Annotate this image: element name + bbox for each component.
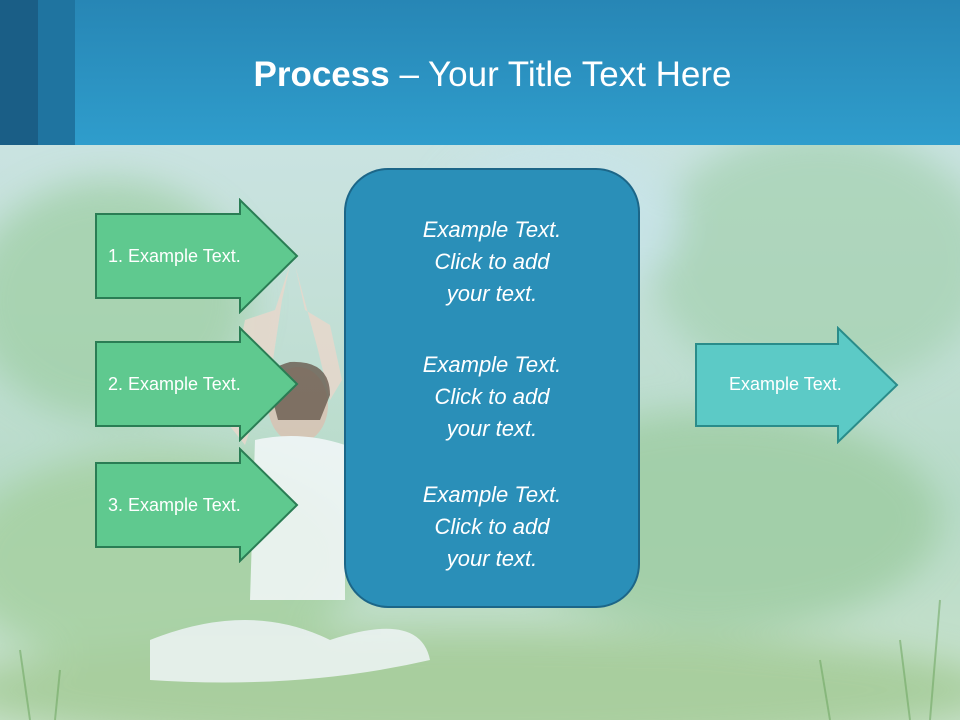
center-block-3-line3: your text.	[446, 546, 538, 571]
left-arrow-2[interactable]	[94, 326, 300, 442]
left-arrow-3-label: 3. Example Text.	[108, 495, 241, 515]
center-block-1-line2: Click to add	[434, 249, 550, 274]
title-bold: Process	[253, 55, 390, 94]
left-arrow-1-label: 1. Example Text.	[108, 246, 241, 266]
right-arrow[interactable]	[694, 326, 900, 444]
center-block-3-line2: Click to add	[434, 514, 550, 539]
center-block-2-line1: Example Text.	[422, 352, 562, 377]
center-block-2-line2: Click to add	[434, 384, 550, 409]
center-text-box[interactable]: Example Text. Click to add your text. Ex…	[344, 168, 640, 608]
left-arrow-1[interactable]	[94, 198, 300, 314]
page-title[interactable]: Process – Your Title Text Here	[0, 52, 960, 98]
center-block-1-line3: your text.	[446, 281, 538, 306]
center-text-block-1: Example Text. Click to add your text.	[346, 214, 638, 310]
title-rest: – Your Title Text Here	[389, 55, 732, 94]
center-text-block-3: Example Text. Click to add your text.	[346, 479, 638, 575]
center-text-block-2: Example Text. Click to add your text.	[346, 349, 638, 445]
center-block-3-line1: Example Text.	[422, 482, 562, 507]
center-block-2-line3: your text.	[446, 416, 538, 441]
header-accent-strip-dark	[0, 0, 38, 145]
right-arrow-label: Example Text.	[729, 374, 842, 394]
left-arrow-3[interactable]	[94, 447, 300, 563]
left-arrow-2-label: 2. Example Text.	[108, 374, 241, 394]
center-block-1-line1: Example Text.	[422, 217, 562, 242]
header-band	[0, 0, 960, 145]
header-accent-strip	[38, 0, 75, 145]
